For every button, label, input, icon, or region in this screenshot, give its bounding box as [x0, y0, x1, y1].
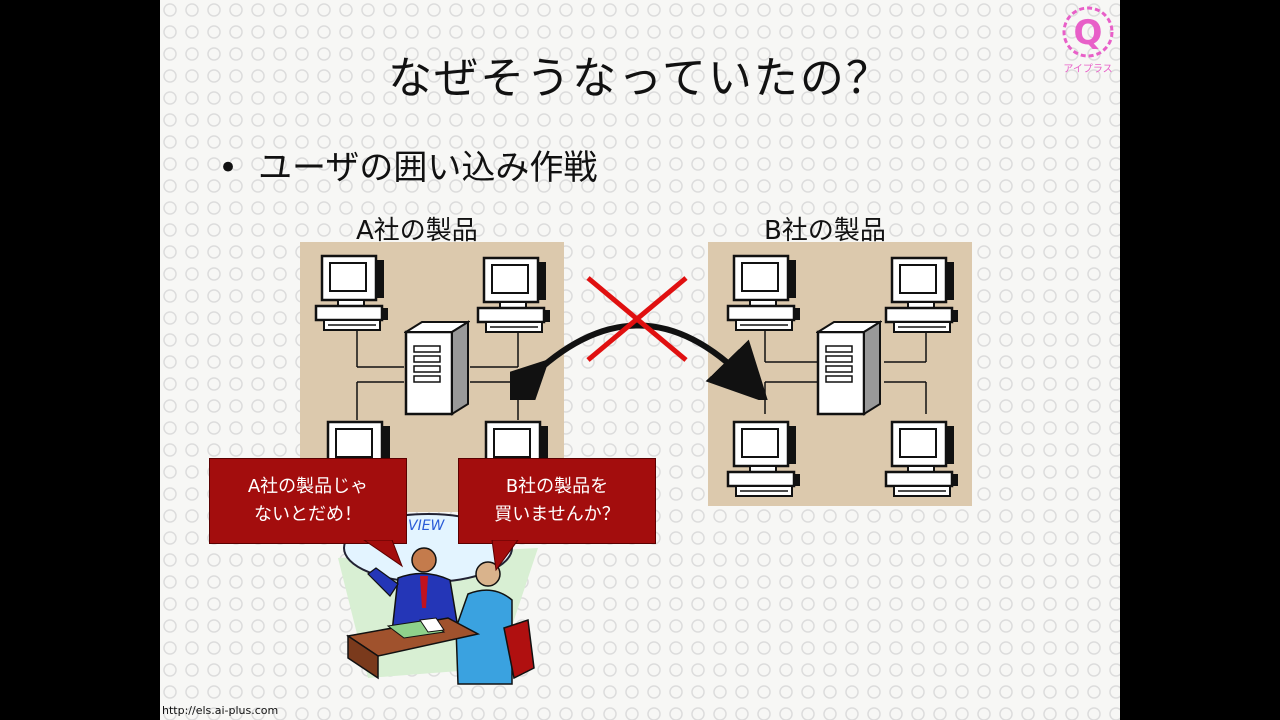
- q-logo-icon: Q アイプラス: [1062, 6, 1114, 75]
- switch-arrow: [510, 276, 769, 400]
- clipart-banner: VIEW: [408, 518, 446, 534]
- callout-b-tail: [491, 540, 519, 572]
- slide-title: なぜそうなっていたの？: [388, 53, 892, 104]
- computer-icon: [884, 420, 960, 498]
- footer-url[interactable]: http://els.ai-plus.com: [162, 704, 279, 717]
- bullet-marker: •: [218, 148, 239, 188]
- cross-mark: [586, 276, 688, 362]
- callout-b: B社の製品を 買いませんか？: [458, 458, 656, 544]
- computer-icon: [884, 256, 960, 334]
- logo-caption: アイプラス: [1063, 63, 1112, 75]
- logo-letter: Q: [1074, 13, 1103, 53]
- aiplus-logo: Q アイプラス: [1060, 4, 1116, 76]
- bullet-text: ユーザの囲い込み作戦: [258, 148, 598, 188]
- bullet-item: • ユーザの囲い込み作戦: [218, 140, 597, 189]
- slide: なぜそうなっていたの？ • ユーザの囲い込み作戦 A社の製品 B社の製品: [160, 0, 1120, 720]
- network-a-label: A社の製品: [356, 216, 478, 246]
- callout-a-tail: [363, 540, 404, 568]
- callout-a: A社の製品じゃ ないとだめ！: [209, 458, 407, 544]
- server-icon: [816, 320, 882, 416]
- computer-icon: [726, 420, 802, 498]
- computer-icon: [314, 254, 390, 332]
- network-b-label: B社の製品: [764, 216, 886, 246]
- server-icon: [404, 320, 470, 416]
